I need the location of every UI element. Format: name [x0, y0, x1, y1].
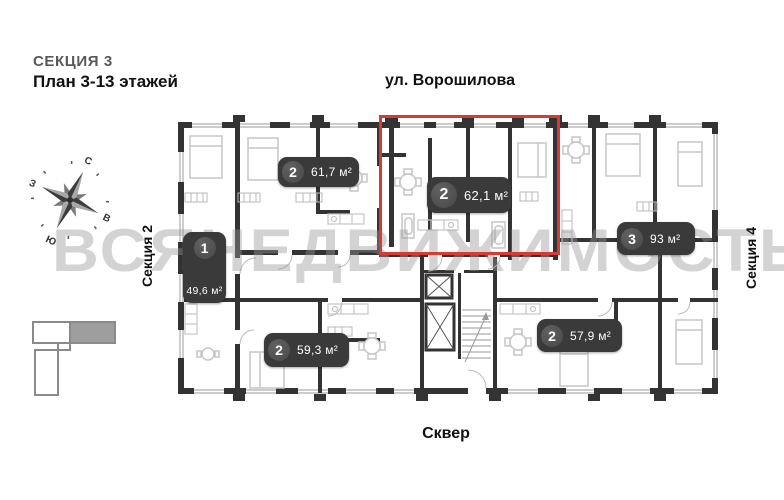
apartment-area: 59,3 м²: [297, 343, 339, 357]
apartment-badge-3-93[interactable]: 3 93 м²: [617, 222, 695, 255]
room-count: 2: [282, 161, 304, 183]
park-label: Сквер: [422, 425, 470, 442]
section-4-label: Секция 4: [743, 227, 759, 289]
plan-subtitle: План 3-13 этажей: [33, 72, 178, 91]
compass-east-label: В: [101, 212, 112, 225]
section-title: СЕКЦИЯ 3: [33, 53, 113, 70]
keyplan-wing-bottom: [34, 349, 59, 396]
room-count: 1: [193, 237, 216, 259]
apartment-badge-2-61-7[interactable]: 2 61,7 м²: [278, 157, 359, 187]
apartment-badge-2-57-9[interactable]: 2 57,9 м²: [537, 319, 622, 352]
apartment-badge-2-59-3[interactable]: 2 59,3 м²: [264, 333, 349, 367]
keyplan-current-section: [69, 321, 116, 344]
apartment-area: 62,1 м²: [464, 187, 509, 203]
compass-south-label: Ю: [44, 234, 58, 248]
apartment-area: 49,6 м²: [186, 285, 223, 297]
apartment-badge-1-49-6[interactable]: 1 49,6 м²: [183, 232, 226, 303]
room-count: 3: [621, 227, 643, 250]
building-key-plan: [32, 321, 116, 396]
section-2-label: Секция 2: [139, 225, 155, 287]
room-count: 2: [268, 339, 290, 361]
street-label: ул. Ворошилова: [384, 72, 516, 89]
apartment-area: 57,9 м²: [570, 328, 612, 343]
compass-west-label: З: [27, 178, 37, 191]
apartment-area: 61,7 м²: [311, 165, 353, 179]
selected-apartment-highlight: [379, 115, 560, 255]
room-count: 2: [431, 182, 457, 208]
apartment-area: 93 м²: [650, 231, 681, 246]
apartment-badge-2-62-1[interactable]: 2 62,1 м²: [427, 177, 511, 213]
compass-north-label: С: [82, 155, 93, 168]
keyplan-wing-left: [32, 321, 71, 344]
room-count: 2: [541, 324, 563, 347]
compass-rose-icon: С Ю З В: [27, 155, 112, 248]
